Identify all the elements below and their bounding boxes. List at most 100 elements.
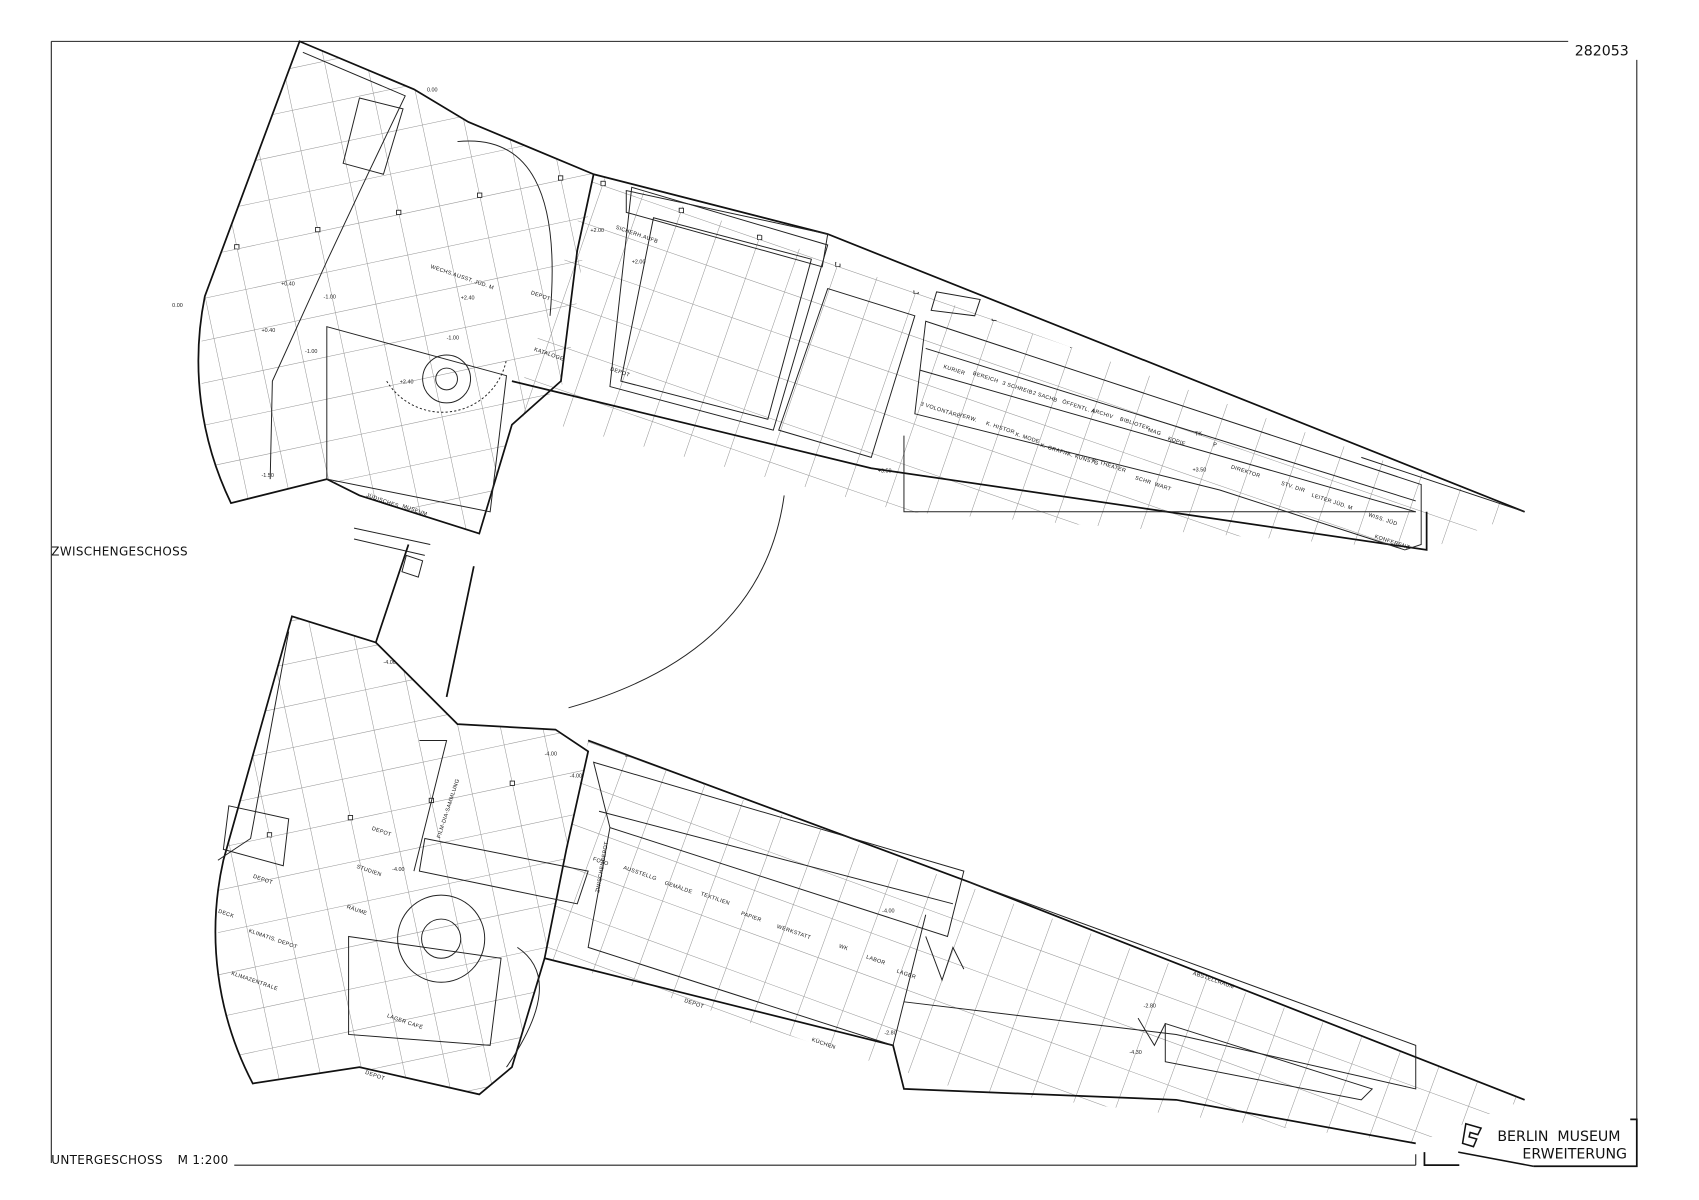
grid-line xyxy=(511,460,772,550)
grid-line xyxy=(1264,174,1395,550)
room-label: RÄUME xyxy=(346,903,368,917)
grid-line xyxy=(201,130,594,215)
room-label: WK xyxy=(838,944,849,953)
grid-line xyxy=(1439,303,1525,550)
room-label: VERW. xyxy=(958,412,978,424)
grid-line xyxy=(1077,174,1525,329)
level-mark: -1.00 xyxy=(324,294,336,300)
room-label: WECHS.AUSST. JÜD. M xyxy=(430,263,495,291)
column-marker xyxy=(509,780,515,786)
column-marker xyxy=(1226,396,1232,402)
room-label: WART xyxy=(1154,482,1172,493)
level-mark: -4.00 xyxy=(570,773,582,779)
room-label: K. HISTOR xyxy=(985,421,1015,436)
grid-line xyxy=(544,945,1087,1144)
berlin-museum-logo: BERLIN MUSEUM ERWEITERUNG xyxy=(1423,1118,1638,1168)
grid-line xyxy=(1102,740,1250,1144)
grid-region xyxy=(544,740,1525,1144)
grid-region xyxy=(201,41,594,534)
grid-line xyxy=(882,740,1030,1144)
grid-line xyxy=(1308,174,1439,550)
grid-line xyxy=(958,174,1088,550)
grid-line xyxy=(1146,740,1294,1144)
level-mark: -1.00 xyxy=(305,349,317,355)
sheet-frame xyxy=(50,40,1638,1166)
grid-line xyxy=(1190,740,1338,1144)
level-mark: 0.00 xyxy=(172,303,183,309)
lower-floor-title: UNTERGESCHOSS xyxy=(51,1153,163,1167)
column-marker xyxy=(936,864,942,870)
grid-line xyxy=(950,174,1525,373)
grid-line xyxy=(914,174,1045,550)
level-mark: -2.80 xyxy=(1144,1003,1156,1009)
room-label: BEREICH xyxy=(972,371,999,385)
structural-grid xyxy=(201,41,1525,1144)
grid-line xyxy=(265,616,368,1095)
level-mark: +0.40 xyxy=(261,328,275,334)
grid-line xyxy=(488,41,594,533)
upper-floor-plan xyxy=(197,40,1525,551)
grid-line xyxy=(1454,952,1525,1144)
room-label: DEPOT xyxy=(252,874,274,886)
lower-floor-plan xyxy=(214,615,1525,1145)
drawing-scale: M 1:200 xyxy=(178,1153,229,1167)
grid-line xyxy=(1459,174,1525,197)
room-label: TK xyxy=(1195,432,1203,438)
room-label: K. MODE xyxy=(1014,432,1040,446)
level-mark: -1.50 xyxy=(261,473,273,479)
grid-line xyxy=(201,280,256,534)
grid-line xyxy=(573,41,594,135)
grid-line xyxy=(662,740,810,1144)
column-marker xyxy=(1069,342,1076,348)
room-label: LABOR xyxy=(865,954,886,966)
grid-line xyxy=(511,285,1280,550)
grid-line xyxy=(319,41,425,534)
room-label: FOTO xyxy=(592,856,609,867)
column-marker xyxy=(266,832,273,838)
grid-line xyxy=(705,740,1525,1039)
grid-line xyxy=(217,980,589,1060)
grid-line xyxy=(201,46,594,130)
level-mark: 0.00 xyxy=(427,87,438,93)
column-marker xyxy=(396,209,402,216)
grid-line xyxy=(511,174,520,195)
grid-line xyxy=(217,938,589,1018)
grid-line xyxy=(569,174,1525,504)
grid-line xyxy=(434,616,537,1095)
room-label: LAGER xyxy=(896,969,917,981)
grid-line xyxy=(222,616,325,1095)
room-label: JÜDISCHES xyxy=(365,492,399,510)
room-label: DEPOT xyxy=(530,290,552,302)
room-label: KLIMAZENTRALE xyxy=(230,971,278,993)
room-label: LAGER CAFÉ xyxy=(386,1012,424,1031)
grid-line xyxy=(511,174,607,449)
grid-line xyxy=(544,769,1525,1127)
grid-line xyxy=(544,857,1329,1144)
grid-line xyxy=(307,616,410,1095)
column-marker xyxy=(1382,450,1389,456)
grid-line xyxy=(1395,176,1525,550)
room-label: DECK xyxy=(217,909,235,920)
grid-line xyxy=(201,479,214,534)
level-mark: -4.00 xyxy=(545,752,557,758)
grid-region xyxy=(217,616,589,1095)
grid-line xyxy=(1410,831,1525,1144)
upper-floor-title: ZWISCHENGESCHOSS xyxy=(51,544,188,558)
grid-line xyxy=(511,197,1525,548)
column-marker xyxy=(477,192,483,198)
column-marker xyxy=(1247,977,1253,984)
grid-line xyxy=(1176,174,1307,550)
grid-line xyxy=(391,616,495,1095)
grid-line xyxy=(217,853,589,933)
room-label: ABSTELLRAUM xyxy=(1192,971,1235,991)
column-marker xyxy=(1148,369,1154,375)
grid-line xyxy=(1205,174,1525,285)
room-label: SCHR xyxy=(1134,475,1152,486)
room-label: DEPOT xyxy=(683,998,705,1010)
grid-line xyxy=(574,740,722,1144)
grid-line xyxy=(1483,430,1525,550)
grid-line xyxy=(349,616,452,1095)
room-label: ARCHIV xyxy=(1091,408,1114,421)
grid-line xyxy=(201,426,594,511)
level-mark: -2.80 xyxy=(884,1030,896,1036)
